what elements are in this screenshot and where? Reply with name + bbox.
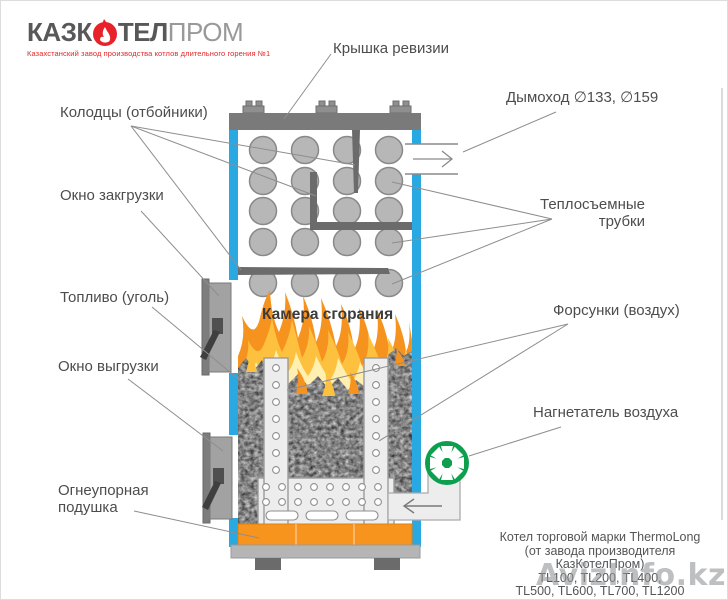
label-air-blower: Нагнетатель воздуха: [533, 404, 679, 421]
label-chimney: Дымоход ∅133, ∅159: [506, 89, 659, 106]
label-baffles: Колодцы (отбойники): [60, 104, 208, 121]
footer-line3: TL100, TL200, TL400,: [538, 570, 662, 585]
loading-door: [200, 278, 232, 376]
label-unloading-window: Окно выгрузки: [58, 358, 159, 375]
chimney-arrow: [413, 150, 454, 168]
logo-text-tel: ТЕЛ: [117, 16, 168, 47]
fan-icon: [425, 441, 469, 485]
footer-line4: TL500, TL600, TL700, TL1200: [515, 584, 685, 598]
label-fuel: Топливо (уголь): [60, 289, 170, 306]
label-heat-tubes: Теплосъемные трубки: [540, 196, 645, 230]
baffles: [238, 130, 412, 275]
logo-tagline: Казахстанский завод производства котлов …: [27, 49, 271, 58]
refractory-pad: [237, 523, 413, 546]
footer-line2: (от завода производителя КазКотелПром): [524, 543, 676, 571]
boiler-feet: [255, 558, 400, 570]
label-refractory-pad: Огнеупорная подушка: [58, 482, 149, 516]
air-flow-arrow: [402, 498, 442, 514]
footer-model-list: Котел торговой марки ThermoLong (от заво…: [492, 530, 708, 599]
boiler-lid: [229, 113, 421, 130]
chimney-outlet: [405, 143, 458, 175]
pointer-lines: [127, 53, 569, 539]
logo-text-prom: ПРОМ: [167, 16, 244, 47]
watermark-text: AvizInfo.kz: [536, 558, 726, 593]
flame-icon: [92, 19, 117, 46]
logo-text-kazk: КАЗК: [27, 16, 92, 47]
base-plate: [230, 544, 421, 559]
label-combustion-chamber: Камера сгорания: [262, 306, 394, 323]
unloading-door: [202, 432, 233, 524]
label-loading-window: Окно закгрузки: [60, 187, 164, 204]
label-revision-cover: Крышка ревизии: [333, 40, 449, 57]
label-heat-tubes-line1: Теплосъемные: [540, 196, 645, 213]
label-heat-tubes-line2: трубки: [598, 213, 645, 230]
footer-line1: Котел торговой марки ThermoLong: [499, 530, 701, 544]
lid-bolts: [242, 100, 412, 114]
label-nozzles: Форсунки (воздух): [553, 302, 680, 319]
